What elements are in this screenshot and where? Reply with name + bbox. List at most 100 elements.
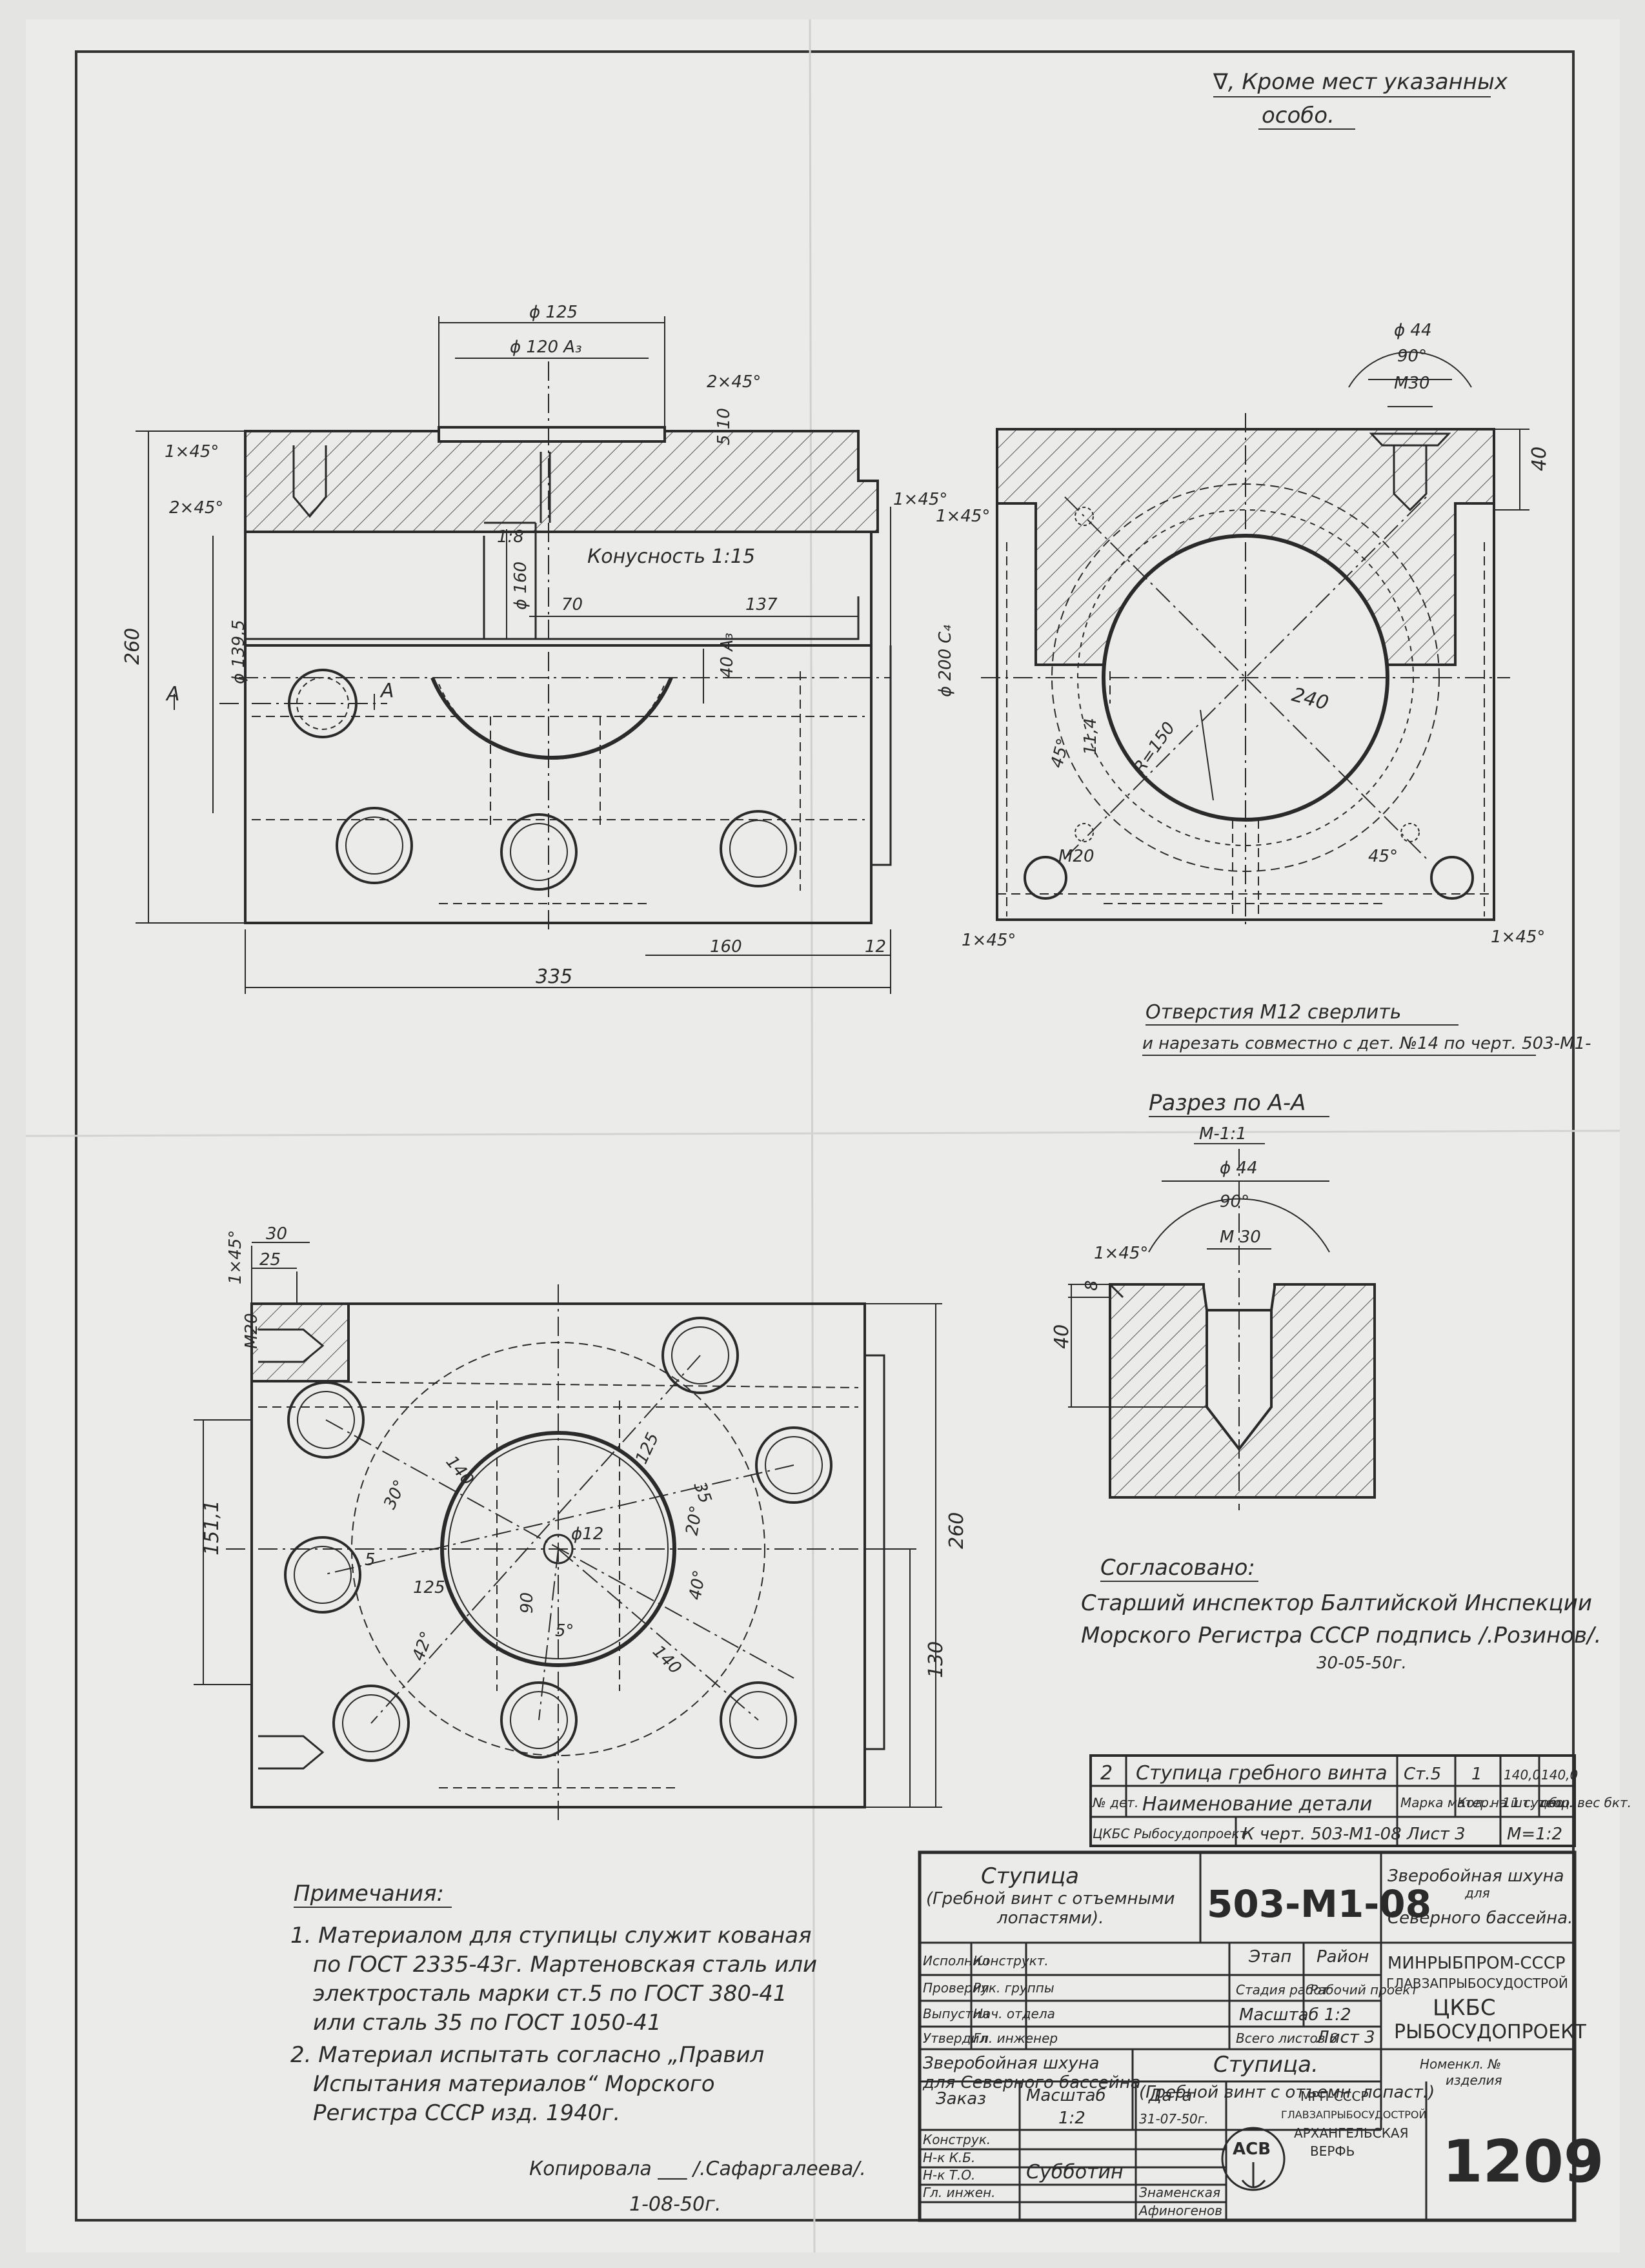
inventory-number: 1209 (1442, 2128, 1604, 2196)
drawing-label: лопастями). (996, 1909, 1104, 1928)
drawing-label: 5° (555, 1621, 574, 1641)
drawing-label: 1шт. теор. (1502, 1795, 1574, 1810)
drawing-label: и нарезать совместно с дет. №14 по черт.… (1142, 1034, 1591, 1053)
drawing-label: Согласовано: (1100, 1555, 1255, 1581)
drawing-label: 12 (865, 937, 886, 957)
drawing-label: Номенкл. № (1420, 2056, 1501, 2072)
title-block (918, 1850, 1577, 2222)
drawing-label: Утвердил (923, 2030, 987, 2046)
plan-view (194, 1242, 942, 1820)
drawing-label: 25 (259, 1250, 281, 1270)
drawing-label: Примечания: (294, 1881, 444, 1907)
drawing-label: 1×45° (226, 1230, 245, 1284)
drawing-label: ГЛАВЗАПРЫБОСУДОСТРОЙ (1281, 2109, 1426, 2121)
drawing-label: Копировала ___ /.Сафаргалеева/. (529, 2158, 866, 2180)
drawing-label: Ступица (981, 1863, 1079, 1889)
drawing-label: M-1:1 (1199, 1124, 1247, 1144)
drawing-label: 45° (1368, 847, 1398, 866)
drawing-label: Стадия работ (1236, 1982, 1330, 1998)
drawing-label: РЫБОСУДОПРОЕКТ (1394, 2021, 1587, 2043)
drawing-label: Дата (1148, 2086, 1192, 2105)
drawing-label: Район (1317, 1947, 1369, 1967)
drawing-label: M20 (242, 1313, 261, 1349)
drawing-label: МРП-СССР (1300, 2089, 1369, 2104)
drawing-label: 40 (1051, 1324, 1073, 1349)
drawing-label: Рук. группы (973, 1980, 1055, 1996)
drawing-label: ГЛАВЗАПРЫБОСУДОСТРОЙ (1386, 1976, 1568, 1991)
drawing-label: ϕ 160 (511, 562, 530, 610)
drawing-label: Гл. инжен. (923, 2185, 995, 2200)
title-block-text: Ступица (Гребной винт с отъемными лопаст… (922, 1863, 1604, 2218)
drawing-label: Регистра СССР изд. 1940г. (313, 2100, 620, 2126)
drawing-label: 2×45° (169, 498, 223, 518)
drawing-label: Ступица гребного винта (1136, 1762, 1388, 1785)
drawing-label: 335 (536, 966, 572, 988)
drawing-label: 5 10 (714, 408, 734, 445)
drawing-label: изделия (1446, 2072, 1502, 2088)
drawing-label: для Северного бассейна (922, 2073, 1141, 2092)
side-view (981, 351, 1529, 929)
drawing-label: Гл. инженер (973, 2030, 1058, 2046)
anchor-icon (1241, 2162, 1266, 2189)
drawing-label: ϕ 120 A₃ (510, 338, 582, 357)
drawing-label: Ст.5 (1404, 1765, 1441, 1784)
drawing-label: Проверил (923, 1980, 989, 1996)
drawing-label: Разрез по A-A (1149, 1090, 1306, 1116)
approval-block: Согласовано: Старший инспектор Балтийско… (1081, 1555, 1601, 1673)
drawing-label: ∇, Кроме мест указанных (1213, 69, 1508, 95)
drawing-label: 30 (266, 1224, 287, 1244)
drawing-label: Заказ (936, 2089, 986, 2109)
drawing-label: Кол. на 1 судно (1457, 1795, 1564, 1810)
drawing-label: Масштаб (1026, 2086, 1106, 2105)
drawing-label: 2. Материал испытать согласно „Правил (290, 2042, 764, 2068)
drawing-label: 1×45° (165, 442, 219, 461)
drawing-label: A (165, 683, 180, 705)
drawing-label: Зверобойная шхуна (1388, 1867, 1564, 1886)
drawing-label: 2 (1100, 1762, 1113, 1785)
notes-block: Примечания: 1. Материалом для ступицы сл… (290, 1881, 817, 2126)
drawing-label: M=1:2 (1507, 1825, 1562, 1844)
drawing-label: Конструкт. (973, 1953, 1049, 1969)
drawing-label: 90 (518, 1592, 537, 1614)
drawing-label: Масштаб 1:2 (1239, 2005, 1351, 2025)
drawing-label: Старший инспектор Балтийской Инспекции (1081, 1590, 1592, 1616)
drawing-label: 1:2 (1058, 2109, 1085, 2128)
copied-by: Копировала ___ /.Сафаргалеева/. 1-08-50г… (529, 2158, 866, 2216)
drawing-label: Ступица. (1213, 2052, 1318, 2078)
drawing-label: 1 (1471, 1765, 1482, 1784)
drawing-label: 11,4 (1081, 718, 1100, 755)
drawing-label: ϕ 139,5 (229, 620, 248, 684)
drawing-label: Морского Регистра СССР подпись /.Розинов… (1081, 1623, 1601, 1648)
drawing-label: (Гребной винт с отъемными (926, 1889, 1175, 1909)
drawing-label: 1:8 (497, 527, 524, 547)
drawing-label: 90° (1397, 347, 1427, 366)
holes-note: Отверстия M12 сверлить и нарезать совмес… (1142, 1001, 1591, 1056)
drawing-label: ЦКБС Рыбосудопроект (1093, 1826, 1247, 1841)
parts-table-text: 2 Ступица гребного винта Ст.5 1 140,0 14… (1092, 1762, 1631, 1844)
drawing-label: 160 (710, 937, 742, 957)
drawing-label: 2×45° (707, 372, 761, 392)
drawing-label: 130 (925, 1641, 947, 1678)
front-view-dimensions: ϕ 125 ϕ 120 A₃ 2×45° 5 10 1×45° 2×45° 1×… (121, 303, 955, 988)
drawing-label: Знаменская (1139, 2185, 1220, 2200)
drawing-label: Выпустил (923, 2006, 989, 2021)
drawing-label: 1. Материалом для ступицы служит кованая (290, 1923, 812, 1949)
drawing-label: 40 (1528, 447, 1551, 471)
drawing-label: Отверстия M12 сверлить (1145, 1001, 1401, 1024)
drawing-label: Н-к К.Б. (923, 2150, 975, 2165)
drawing-label: ϕ 200 C₄ (936, 625, 955, 697)
drawing-label: 30-05-50г. (1317, 1654, 1407, 1673)
drawing-label: 140,0 (1541, 1767, 1578, 1783)
drawing-label: 260 (121, 628, 144, 665)
drawing-label: Конусность 1:15 (587, 545, 755, 568)
drawing-label: Нач. отдела (973, 2006, 1055, 2021)
drawing-label: Н-к Т.О. (923, 2167, 975, 2183)
drawing-label: Всего листов 6 (1236, 2030, 1338, 2046)
drawing-label: ϕ 44 (1394, 321, 1432, 340)
drawing-label: ϕ 44 (1220, 1159, 1258, 1178)
drawing-label: общ. вес бкт. (1541, 1795, 1631, 1810)
drawing-label: Этап (1248, 1947, 1291, 1967)
drawing-label: 90° (1220, 1192, 1249, 1211)
drawing-label: ACB (1233, 2140, 1271, 2159)
